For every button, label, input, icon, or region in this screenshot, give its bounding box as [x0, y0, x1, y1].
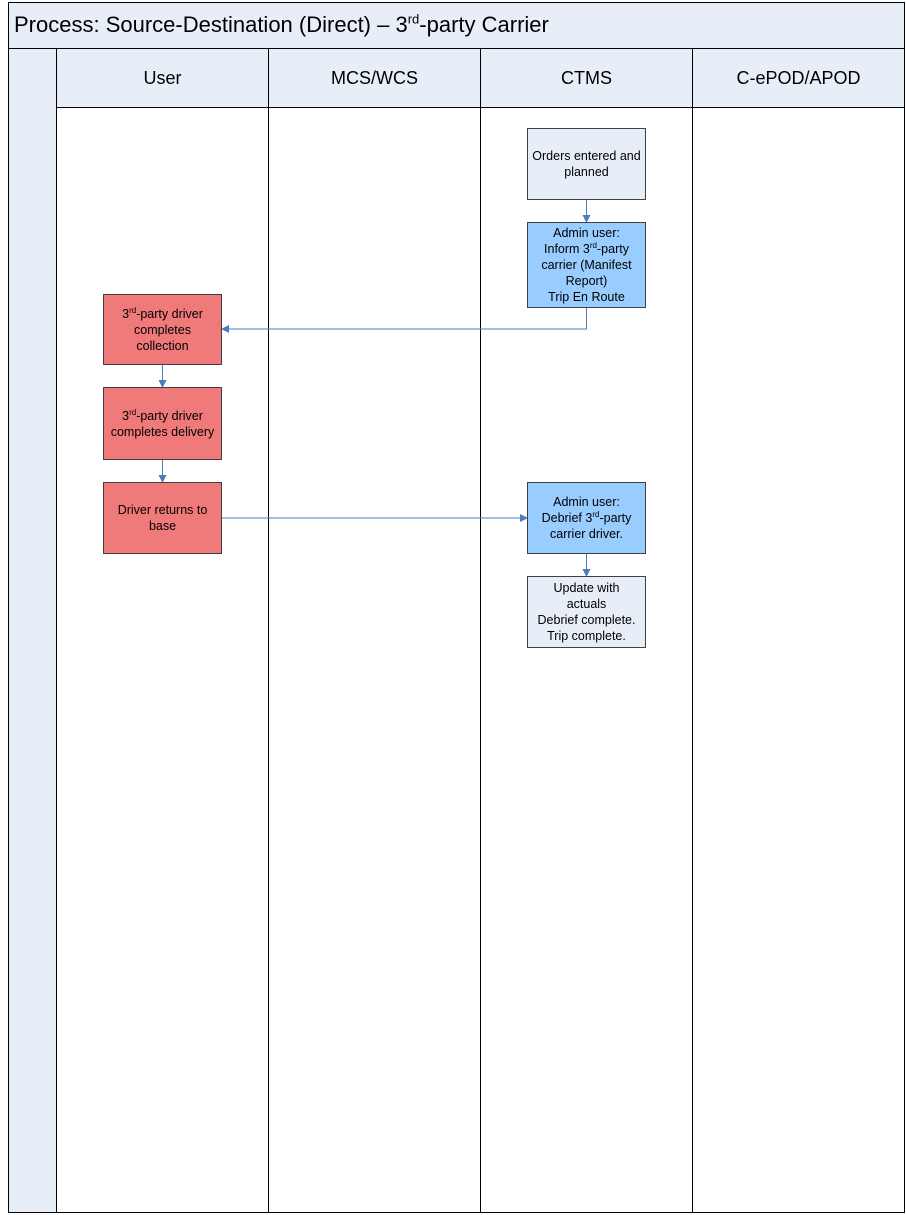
process-title: Process: Source-Destination (Direct) – 3… [14, 11, 549, 37]
node-driver-completes-collection: 3rd-party driver completes collection [103, 294, 222, 365]
node-admin-inform-carrier: Admin user: Inform 3rd-party carrier (Ma… [527, 222, 646, 308]
process-title-bar: Process: Source-Destination (Direct) – 3… [8, 2, 905, 49]
lane-c-epod-apod [692, 107, 905, 1213]
arrow-inform-to-collection [221, 308, 587, 333]
lane-header-c-epod-apod: C-ePOD/APOD [692, 48, 905, 108]
lane-header-user: User [56, 48, 269, 108]
node-driver-completes-delivery: 3rd-party driver completes delivery [103, 387, 222, 460]
node-orders-entered: Orders entered and planned [527, 128, 646, 200]
node-admin-debrief-driver: Admin user: Debrief 3rd-party carrier dr… [527, 482, 646, 554]
node-driver-returns-to-base: Driver returns to base [103, 482, 222, 554]
lane-user [56, 107, 269, 1213]
lane-header-ctms: CTMS [480, 48, 693, 108]
pool-side-strip [8, 48, 57, 1213]
node-update-with-actuals: Update with actuals Debrief complete. Tr… [527, 576, 646, 648]
